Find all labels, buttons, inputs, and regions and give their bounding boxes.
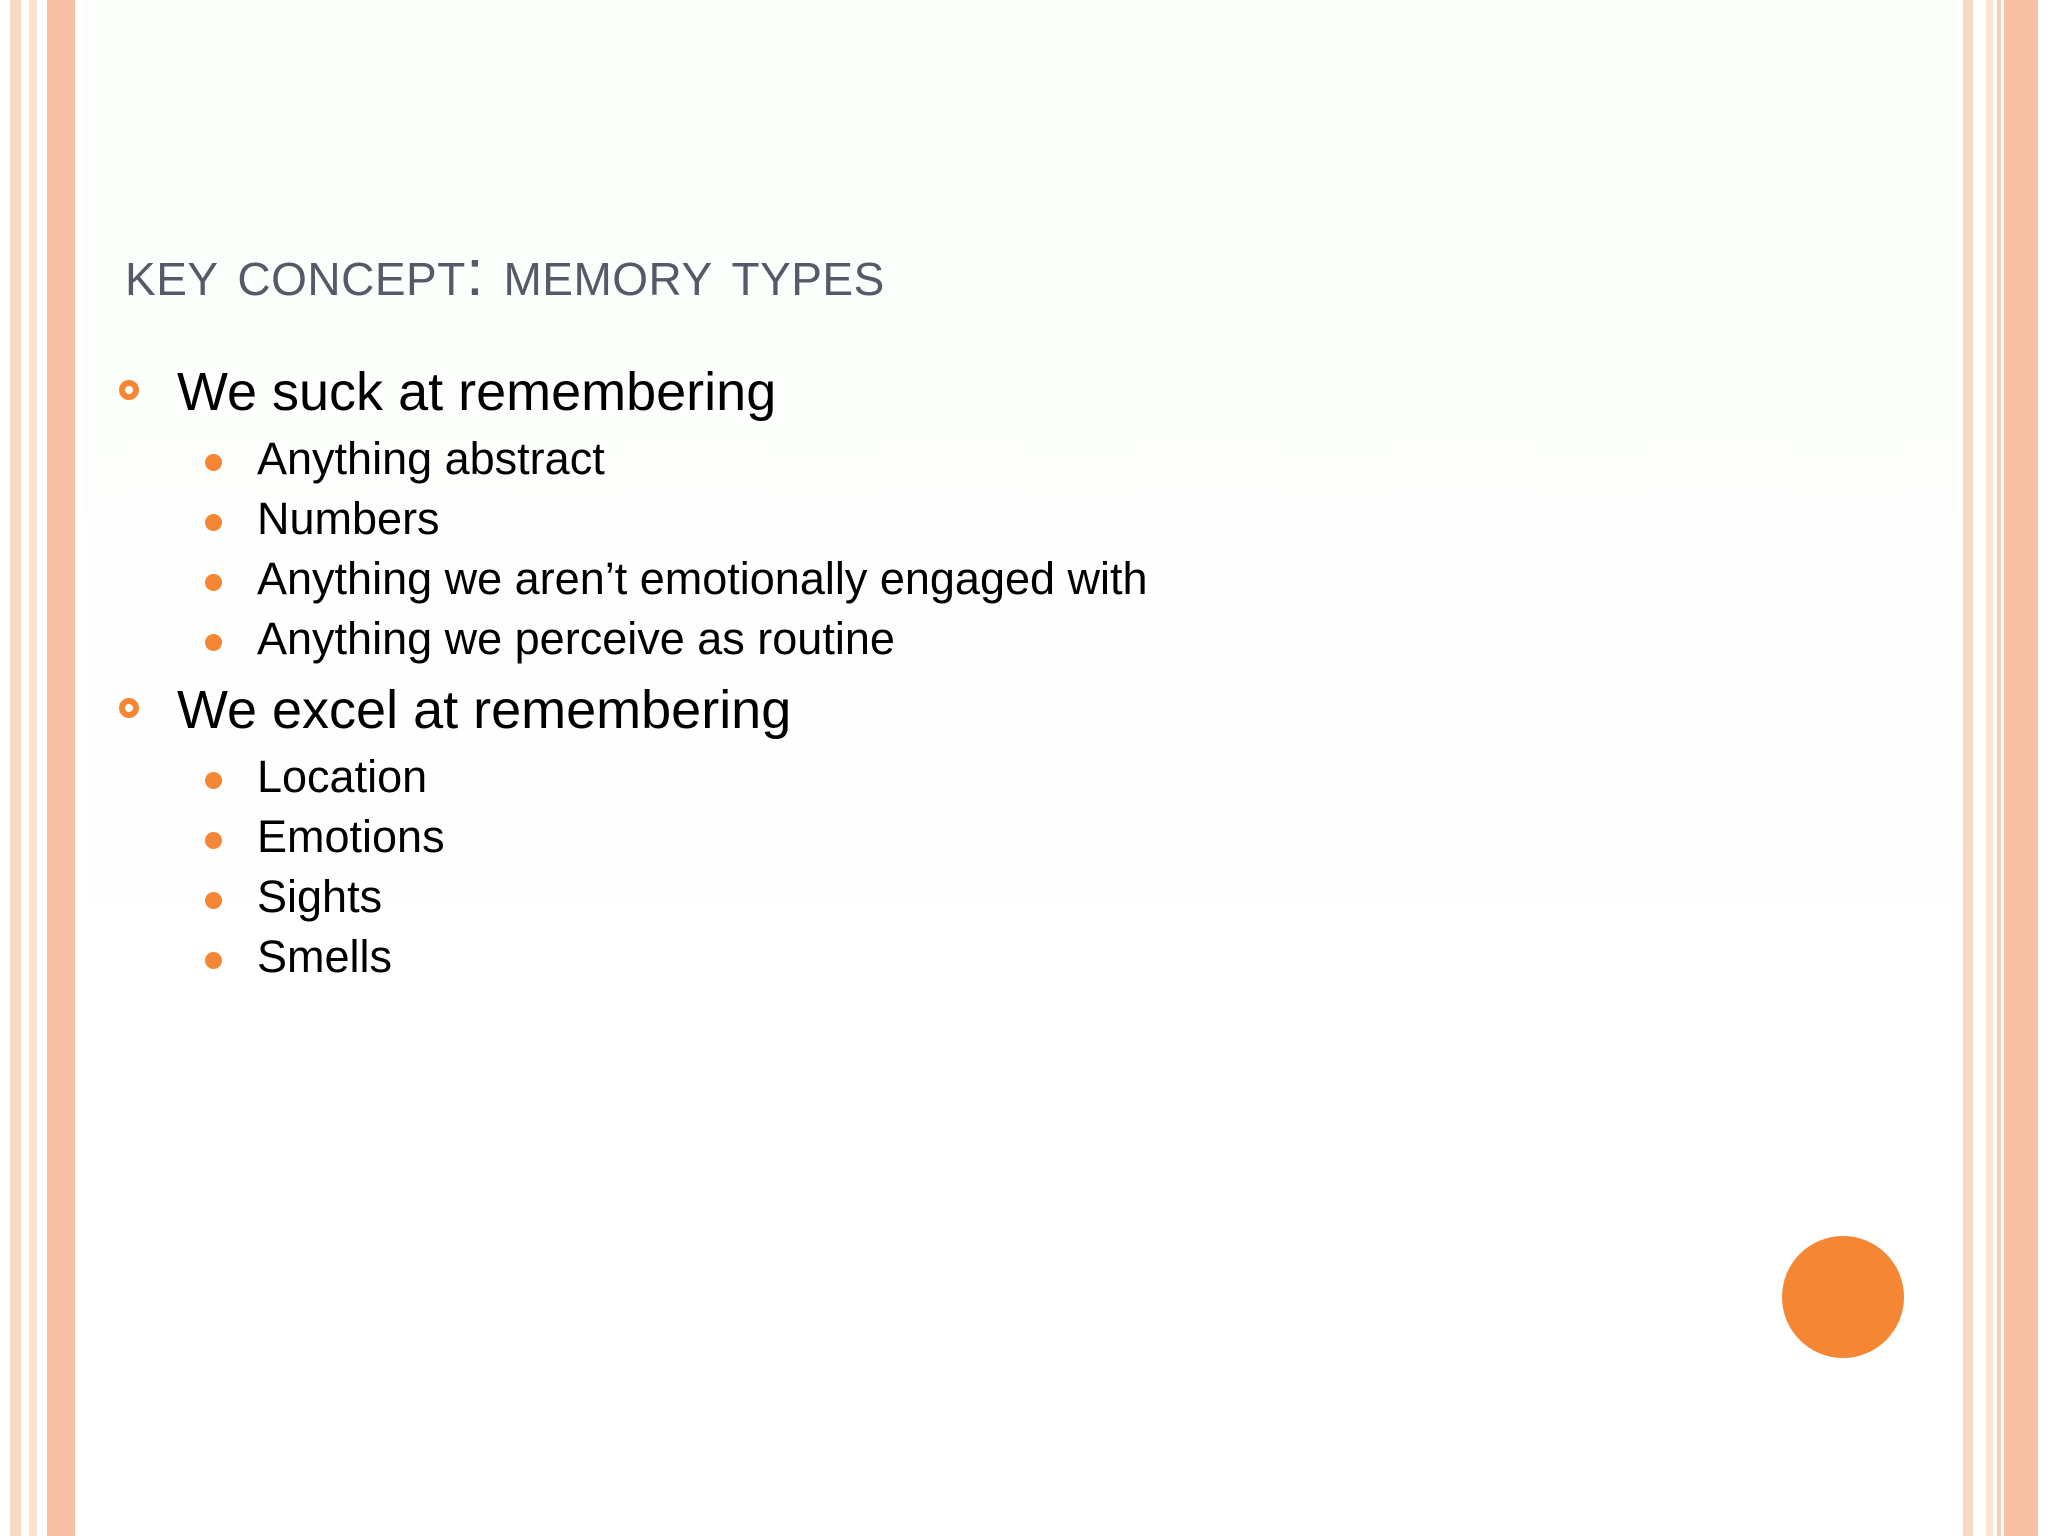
list-item-level2-label: Numbers [257, 492, 440, 544]
list-item-level1: We suck at remembering [105, 360, 1936, 426]
list-item-level2-label: Anything abstract [257, 432, 605, 484]
list-item-level2-label: Smells [257, 930, 393, 982]
sublist-group-2: Location Emotions Sights Smells [105, 750, 1936, 984]
filled-dot-bullet-icon [205, 951, 222, 969]
list-item-level2: Numbers [105, 492, 1936, 546]
slide-title: Key Concept: Memory Types [125, 235, 885, 310]
filled-dot-bullet-icon [205, 891, 222, 909]
list-item-level2: Location [105, 750, 1936, 804]
orange-circle-decoration-icon [1782, 1236, 1904, 1358]
right-border-stripe-outer [2004, 0, 2038, 1536]
sublist-group-1: Anything abstract Numbers Anything we ar… [105, 432, 1936, 666]
right-border-stripe-thin [1997, 0, 2001, 1536]
list-item-level1-label: We excel at remembering [177, 679, 792, 740]
list-item-level2-label: Anything we aren’t emotionally engaged w… [257, 552, 1148, 604]
right-border-stripe-inner [1963, 0, 1973, 1536]
hollow-circle-bullet-icon [119, 380, 139, 400]
list-item-level2: Anything we aren’t emotionally engaged w… [105, 552, 1936, 606]
list-item-level2: Emotions [105, 810, 1936, 864]
list-item-level2: Smells [105, 930, 1936, 984]
list-item-level2-label: Anything we perceive as routine [257, 612, 895, 664]
list-item-level1: We excel at remembering [105, 678, 1936, 744]
filled-dot-bullet-icon [205, 573, 222, 591]
list-item-level2-label: Emotions [257, 810, 445, 862]
list-item-level2: Sights [105, 870, 1936, 924]
list-item-level2-label: Location [257, 750, 428, 802]
list-item-level2: Anything abstract [105, 432, 1936, 486]
left-border-stripe-middle [29, 0, 37, 1536]
hollow-circle-bullet-icon [119, 697, 139, 718]
right-border-stripe-middle [1986, 0, 1993, 1536]
filled-dot-bullet-icon [205, 831, 222, 849]
left-border-stripe-outer [10, 0, 21, 1536]
list-item-level2-label: Sights [257, 870, 383, 922]
list-item-level1-label: We suck at remembering [177, 362, 777, 422]
slide-body-list: We suck at remembering Anything abstract… [105, 360, 1936, 996]
filled-dot-bullet-icon [205, 771, 222, 789]
filled-dot-bullet-icon [205, 453, 222, 471]
slide-content-panel: Key Concept: Memory Types We suck at rem… [85, 0, 1956, 1536]
filled-dot-bullet-icon [205, 633, 222, 651]
filled-dot-bullet-icon [205, 513, 222, 531]
left-border-stripe-inner [47, 0, 75, 1536]
list-item-level2: Anything we perceive as routine [105, 612, 1936, 666]
